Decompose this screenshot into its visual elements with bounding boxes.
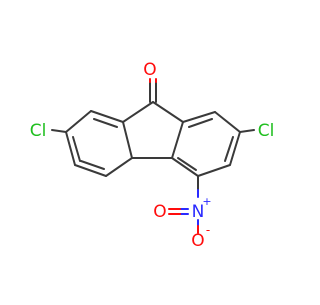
bond-c6-c5 — [74, 164, 107, 177]
bond-c2-cl — [239, 129, 255, 133]
bond-c9-c8a — [152, 101, 184, 123]
bond-layer — [51, 78, 255, 234]
nitro-oxygen-double-label: O — [153, 202, 166, 222]
atom-label-layer: O Cl Cl N + O O - — [30, 60, 275, 251]
nitro-oxygen-single-label: O — [191, 231, 204, 251]
chlorine-right-label: Cl — [258, 121, 275, 141]
carbonyl-oxygen-label: O — [143, 60, 156, 80]
bond-c9a-c4b — [122, 121, 133, 159]
bond-c9a-c8 — [90, 110, 124, 123]
bond-c8a-c1 — [182, 111, 216, 123]
structure-canvas: O Cl Cl N + O O - — [30, 60, 275, 251]
bond-c2-c3 — [229, 131, 241, 166]
bond-c8-c7 — [65, 110, 92, 133]
bond-left-inner-1 — [93, 118, 118, 128]
chlorine-left-label: Cl — [30, 121, 47, 141]
nitro-nitrogen-label: N — [192, 202, 205, 222]
bond-right-inner-3 — [177, 157, 197, 171]
bond-c3-c4 — [197, 164, 231, 177]
bond-c1-c2 — [214, 111, 241, 133]
bond-c5-c4b — [105, 157, 133, 177]
bond-right-inner-1 — [188, 118, 213, 128]
bond-left-inner-3 — [72, 136, 81, 162]
nitro-oxygen-single-charge: - — [206, 223, 210, 237]
molecule-diagram: O Cl Cl N + O O - — [30, 60, 275, 251]
bond-c7-cl — [51, 129, 67, 133]
bond-c8a-c4a — [171, 121, 184, 159]
bond-c7-c6 — [65, 131, 76, 166]
nitro-nitrogen-charge: + — [202, 195, 211, 208]
bond-c4-c4a — [171, 157, 199, 177]
bond-right-inner-2 — [224, 136, 234, 162]
bond-c9-c9a — [122, 101, 154, 123]
bond-left-inner-2 — [80, 160, 105, 170]
